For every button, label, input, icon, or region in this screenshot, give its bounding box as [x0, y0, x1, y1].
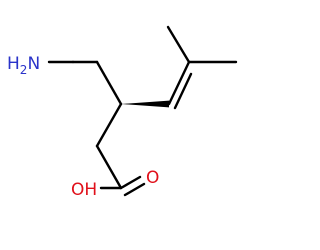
bond-alkene-double-b: [173, 72, 193, 110]
carbonyl-oxygen-label: O: [146, 168, 159, 188]
amine-n: N: [27, 54, 40, 74]
bond-ch-alkene: [167, 60, 191, 106]
hydroxyl-label: OH: [71, 180, 97, 200]
bond-ch-ch2-acid: [95, 102, 123, 148]
bond-ch2-ch: [95, 60, 123, 106]
amine-label: H2N: [7, 54, 40, 77]
amine-h: H: [7, 54, 20, 74]
amine-subscript: 2: [20, 63, 28, 77]
wedge-bond: [121, 100, 169, 108]
bond-c-o-double-a: [119, 175, 142, 190]
bond-alkene-methyl-top: [166, 25, 191, 64]
bond-c-o-double-b: [123, 182, 146, 197]
molecule-structure: H2N O OH: [7, 25, 238, 200]
bond-ch2-cooh: [95, 144, 123, 190]
